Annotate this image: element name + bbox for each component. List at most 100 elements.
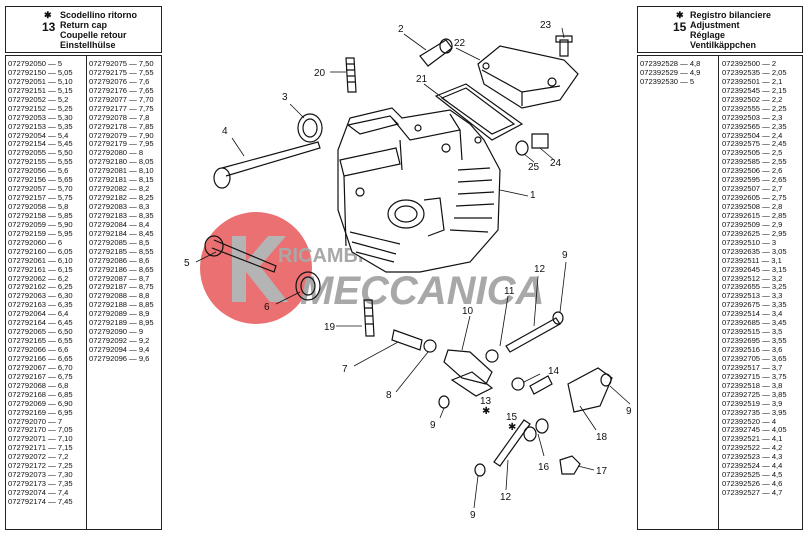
callout-13: 13: [480, 396, 492, 407]
valve-guide-ring: [423, 339, 437, 353]
table-row: 072792183 — 8,35: [89, 210, 154, 220]
callout-12-lower: 12: [500, 492, 512, 503]
callout-12-upper: 12: [534, 264, 546, 275]
callout-21: 21: [416, 74, 428, 85]
table-row: 072792169 — 6,95: [8, 407, 73, 417]
table-row: 072392725 — 3,85: [722, 389, 787, 399]
table-row: 072792094 — 9,4: [89, 345, 150, 354]
table-row: 072792180 — 8,05: [89, 157, 154, 167]
table-row: 072392565 — 2,35: [722, 121, 787, 131]
watermark-text-2: MECCANICA: [300, 269, 544, 313]
washer-16b: [535, 418, 549, 434]
left-header-box: ✱ 13 Scodellino ritorno Return cap Coupe…: [5, 6, 162, 53]
callout-16: 16: [538, 462, 550, 473]
table-row: 072792170 — 7,05: [8, 425, 73, 435]
callout-7: 7: [342, 364, 348, 375]
table-row: 072792172 — 7,25: [8, 461, 73, 471]
table-row: 072792085 — 8,5: [89, 237, 150, 247]
table-row: 072792179 — 7,95: [89, 139, 154, 149]
valve-seal-6: [295, 271, 321, 301]
table-row: 072792163 — 6,35: [8, 300, 73, 310]
table-row: 072792182 — 8,25: [89, 193, 154, 203]
callout-19: 19: [324, 322, 336, 333]
table-row: 072392615 — 2,85: [722, 210, 787, 220]
table-row: 072792189 — 8,95: [89, 318, 154, 328]
callout-9-bottom: 9: [470, 510, 476, 521]
table-row: 072792060 — 6: [8, 237, 63, 247]
table-row: 072792089 — 8,9: [89, 309, 150, 319]
table-row: 072392520 — 4: [722, 416, 777, 426]
callout-20: 20: [314, 68, 326, 79]
valve-seal-3: [297, 113, 323, 143]
table-row: 072792162 — 6,25: [8, 282, 73, 292]
table-row: 072392527 — 4,7: [722, 488, 783, 497]
table-row: 072392516 — 3,6: [722, 345, 783, 354]
callout-22: 22: [454, 38, 466, 49]
table-row: 072792077 — 7,70: [89, 94, 154, 104]
table-row: 072792078 — 7,8: [89, 112, 150, 122]
table-row: 072792063 — 6,30: [8, 291, 73, 301]
table-row: 072392502 — 2,2: [722, 94, 783, 104]
table-row: 072792165 — 6,55: [8, 336, 73, 346]
table-row: 072792181 — 8,15: [89, 175, 154, 185]
table-row: 072792166 — 6,65: [8, 353, 73, 363]
valve-guide-7: [391, 329, 423, 351]
table-row: 072792082 — 8,2: [89, 184, 150, 194]
table-row: 072792159 — 5,95: [8, 228, 73, 238]
stud-20: [345, 57, 357, 93]
table-row: 072792168 — 6,85: [8, 389, 73, 399]
table-row: 072792096 — 9,6: [89, 353, 150, 363]
table-row: 072792080 — 8: [89, 148, 144, 158]
table-row: 072392509 — 2,9: [722, 219, 783, 229]
table-row: 072792083 — 8,3: [89, 202, 150, 211]
table-row: 072792174 — 7,45: [8, 496, 73, 506]
table-row: 072392514 — 3,4: [722, 309, 783, 319]
cover-bolt: [555, 35, 573, 57]
right-header-line-fr: Réglage: [690, 30, 726, 40]
table-row: 072792164 — 6,45: [8, 318, 73, 328]
table-row: 072792150 — 5,05: [8, 67, 73, 77]
table-row: 072392529 — 4,9: [640, 67, 701, 77]
rocker-shaft-12-lower: [493, 419, 531, 467]
table-row: 072792185 — 8,55: [89, 246, 154, 256]
table-row: 072792079 — 7,90: [89, 130, 154, 140]
table-row: 072392518 — 3,8: [722, 380, 783, 390]
table-row: 072392510 — 3: [722, 237, 777, 247]
table-row: 072392524 — 4,4: [722, 461, 783, 471]
nut-17: [559, 455, 581, 475]
table-row: 072792177 — 7,75: [89, 103, 154, 113]
table-row: 072792155 — 5,55: [8, 157, 73, 167]
table-row: 072792171 — 7,15: [8, 443, 73, 453]
right-header-item-number: 15: [673, 20, 687, 34]
table-row: 072392511 — 3,1: [722, 255, 782, 265]
left-header-line-fr: Coupelle retour: [60, 30, 127, 40]
table-row: 072792069 — 6,90: [8, 398, 73, 408]
callout-1: 1: [530, 190, 536, 201]
table-row: 072792054 — 5,4: [8, 130, 69, 140]
right-header-box: ✱ 15 Registro bilanciere Adjustment Régl…: [637, 6, 803, 53]
table-row: 072392528 — 4,8: [640, 59, 701, 68]
table-row: 072792084 — 8,4: [89, 219, 150, 229]
valve-5: [211, 239, 277, 273]
table-row: 072792160 — 6,05: [8, 246, 73, 256]
table-row: 072792173 — 7,35: [8, 479, 73, 489]
watermark-text-1: RICAMBI: [278, 245, 364, 267]
table-row: 072392501 — 2,1: [722, 76, 783, 86]
table-row: 072792067 — 6,70: [8, 362, 73, 372]
table-row: 072792151 — 5,15: [8, 85, 73, 95]
table-row: 072392695 — 3,55: [722, 336, 787, 346]
table-row: 072392512 — 3,2: [722, 273, 783, 283]
table-row: 072792068 — 6,8: [8, 380, 69, 390]
table-row: 072792184 — 8,45: [89, 228, 154, 238]
table-row: 072392504 — 2,4: [722, 130, 783, 140]
washer-9a: [552, 311, 564, 325]
table-row: 072392555 — 2,25: [722, 103, 787, 113]
table-row: 072392735 — 3,95: [722, 407, 787, 417]
table-row: 072792187 — 8,75: [89, 282, 154, 292]
valve-4: [221, 141, 321, 177]
left-header-line-de: Einstellhülse: [60, 40, 116, 50]
table-row: 072792157 — 5,75: [8, 193, 73, 203]
table-row: 072392507 — 2,7: [722, 184, 783, 194]
